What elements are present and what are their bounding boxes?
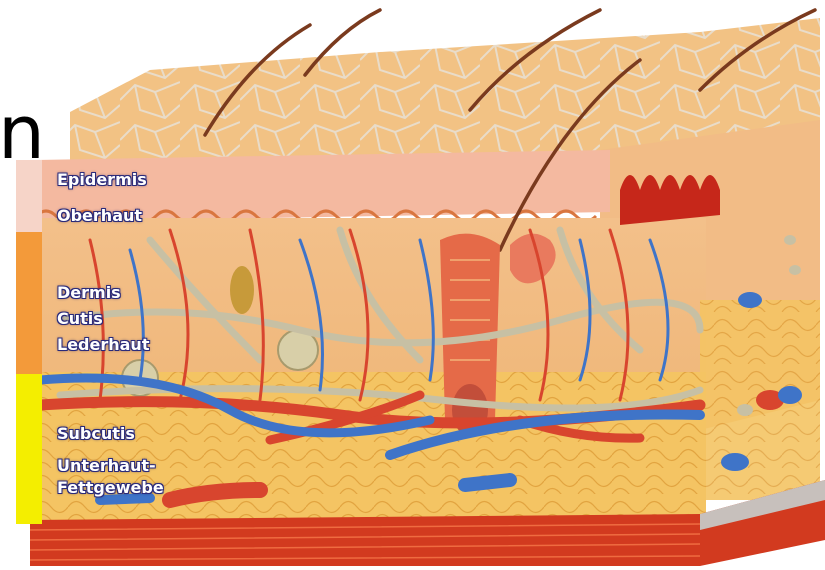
dermis-band [16, 232, 42, 374]
partial-heading: n [0, 96, 45, 170]
label-lederhaut: Lederhaut [57, 335, 149, 355]
label-unterhaut: Unterhaut- [57, 456, 156, 476]
label-oberhaut: Oberhaut [57, 206, 142, 226]
subcutis-band [16, 374, 42, 524]
label-cutis: Cutis [57, 309, 103, 329]
label-epidermis: Epidermis [57, 170, 147, 190]
sebaceous-gland [230, 266, 254, 314]
label-fettgewebe: Fettgewebe [57, 478, 164, 498]
label-subcutis: Subcutis [57, 424, 135, 444]
epidermis-band [16, 160, 42, 232]
label-dermis: Dermis [57, 283, 121, 303]
